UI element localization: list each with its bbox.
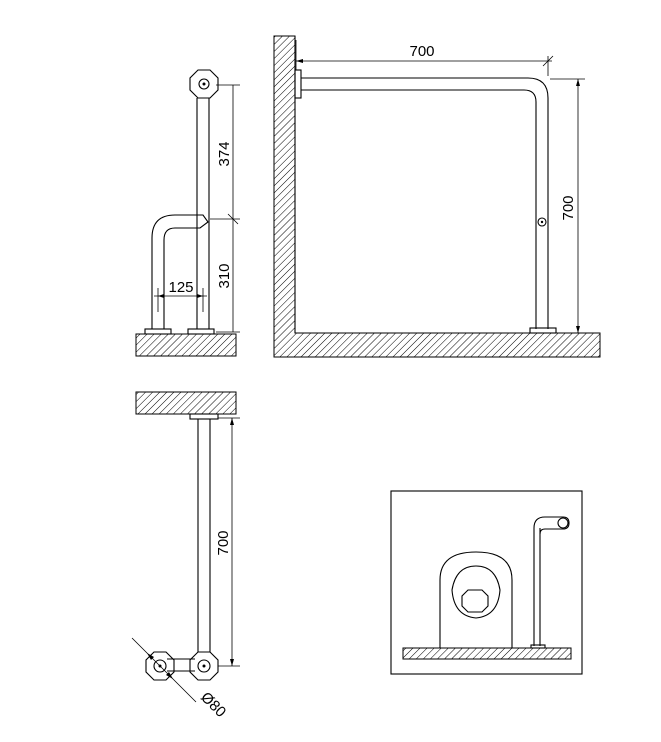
toilet-drain-icon [461,589,489,613]
grab-bar-base [530,644,546,649]
plan-wall-hatch [135,391,237,415]
dim-side-lower: 310 [216,263,233,288]
plan-base-left [145,651,175,681]
installation-illustration [390,490,583,675]
side-floor-hatch [135,333,237,357]
grab-bar-top [533,516,570,535]
plan-wall-flange [189,413,219,420]
front-view: 700 700 [273,35,601,358]
side-base-plate-rear [187,328,215,335]
front-wall-flange [294,69,302,99]
plan-view: 700 Ø80 [131,391,240,721]
dim-side-gap: 125 [168,279,193,296]
dim-front-height: 700 [560,195,577,220]
dim-front-width: 700 [409,43,434,60]
side-view: 374 310 125 [135,69,240,357]
toilet-outline [439,551,513,648]
illustration-frame [390,490,583,675]
plan-base-right [189,651,219,681]
illustration-floor-hatch [402,647,572,660]
dim-side-upper: 374 [216,141,233,166]
side-top-screw-icon [198,78,210,90]
dim-plan-length: 700 [215,530,232,555]
side-hook-arm [151,214,209,329]
front-floor-base [529,327,557,334]
side-top-flange [189,69,219,99]
toilet-bowl [451,565,501,619]
front-screw-icon [537,217,547,227]
grab-bar-flange-icon [557,517,569,529]
side-base-plate-front [144,328,172,335]
front-wall-hatch [273,35,601,358]
plan-base-right-screw-icon [197,659,211,673]
dim-base-diameter: Ø80 [197,689,229,721]
plan-base-left-screw-icon [153,659,167,673]
